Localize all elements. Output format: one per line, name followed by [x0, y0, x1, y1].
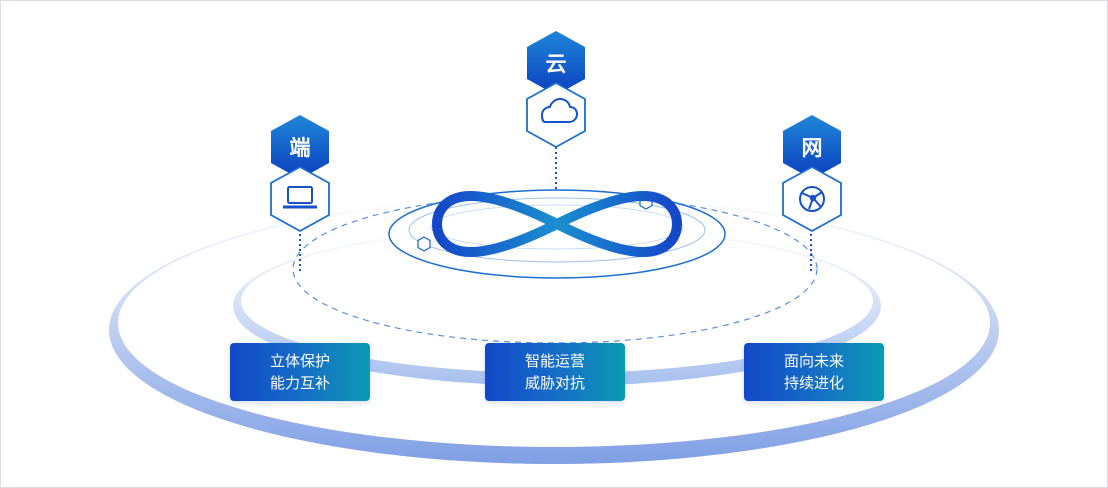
- feature-card: 智能运营 威胁对抗: [485, 343, 625, 401]
- card-line: 能力互补: [269, 374, 330, 392]
- cloud-icon: [541, 98, 578, 123]
- pillar-label: 网: [802, 136, 823, 160]
- feature-card: 面向未来 持续进化: [744, 343, 884, 401]
- dashed-orbit: [292, 194, 818, 344]
- card-line: 立体保护: [269, 352, 330, 370]
- card-line: 持续进化: [783, 374, 844, 392]
- card-line: 智能运营: [524, 352, 585, 370]
- globe-network-icon: [799, 186, 825, 212]
- feature-card: 立体保护 能力互补: [230, 343, 370, 401]
- pillar-cloud: 云: [526, 31, 586, 149]
- infinity-icon: [432, 191, 682, 257]
- middle-ring: [233, 226, 881, 386]
- pillar-hex-label: [783, 115, 841, 179]
- pillar-hex-icon-frame: [270, 165, 330, 233]
- pillar-label: 云: [546, 52, 567, 76]
- pillar-hex-label: [527, 31, 585, 95]
- connector-lines: [299, 147, 812, 271]
- pillar-label: 端: [290, 136, 311, 160]
- card-line: 面向未来: [783, 352, 844, 370]
- pillar-hex-icon-frame: [526, 81, 586, 149]
- pillar-network: 网: [782, 115, 842, 233]
- card-line: 威胁对抗: [524, 374, 585, 392]
- small-hex-decoration: [417, 236, 431, 252]
- laptop-icon: [283, 186, 317, 209]
- pillar-endpoint: 端: [270, 115, 330, 233]
- pillar-hex-label: [271, 115, 329, 179]
